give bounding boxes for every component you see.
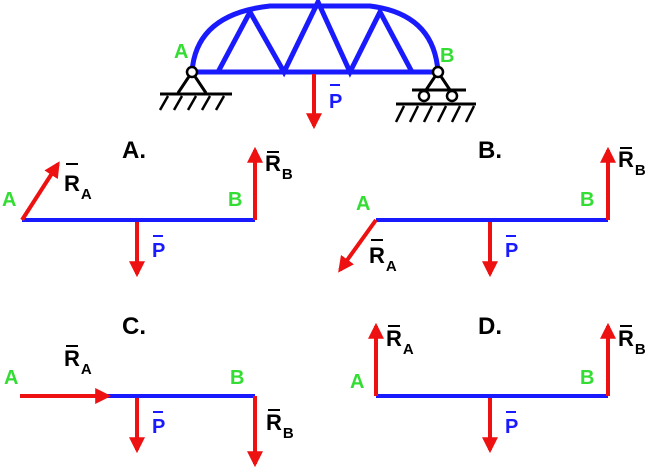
reaction-b-label: RB: [618, 326, 646, 358]
point-label-b: B: [228, 189, 242, 211]
roller-support-b: [394, 65, 476, 123]
option-letter: B.: [478, 137, 502, 164]
option-a[interactable]: A. A B RA RB P: [2, 137, 293, 278]
option-d[interactable]: D. A B RA RB P: [350, 313, 646, 454]
reaction-a-arrow: [338, 218, 378, 273]
reaction-a-label: RA: [386, 326, 414, 358]
option-letter: D.: [478, 313, 502, 340]
load-label: P: [505, 416, 518, 438]
reaction-a-arrow: [20, 161, 60, 222]
truss-web: [215, 0, 415, 78]
truss-label-a: A: [174, 41, 188, 63]
reaction-b-label: RB: [265, 151, 293, 183]
load-label: P: [152, 240, 165, 262]
point-label-b: B: [580, 367, 594, 389]
truss-figure: P A B: [158, 0, 476, 130]
pin-support-a: [158, 65, 232, 111]
point-label-b: B: [230, 367, 244, 389]
point-label-a: A: [350, 371, 364, 393]
load-label: P: [152, 416, 165, 438]
truss-load-label: P: [329, 91, 342, 113]
reaction-a-label: RA: [369, 243, 397, 275]
load-label: P: [505, 240, 518, 262]
option-letter: A.: [122, 137, 146, 164]
option-c[interactable]: C. A B RA RB P: [4, 313, 294, 468]
point-label-a: A: [2, 189, 16, 211]
point-label-a: A: [356, 193, 370, 215]
point-label-b: B: [580, 189, 594, 211]
reaction-a-label: RA: [64, 346, 92, 378]
reaction-b-label: RB: [618, 147, 646, 179]
reaction-b-label: RB: [266, 410, 294, 442]
truss-arch: [189, 3, 441, 73]
point-label-a: A: [4, 367, 18, 389]
reaction-a-label: RA: [64, 171, 92, 203]
option-b[interactable]: B. A B RA RB P: [338, 137, 646, 278]
truss-label-b: B: [440, 45, 454, 67]
option-letter: C.: [122, 313, 146, 340]
